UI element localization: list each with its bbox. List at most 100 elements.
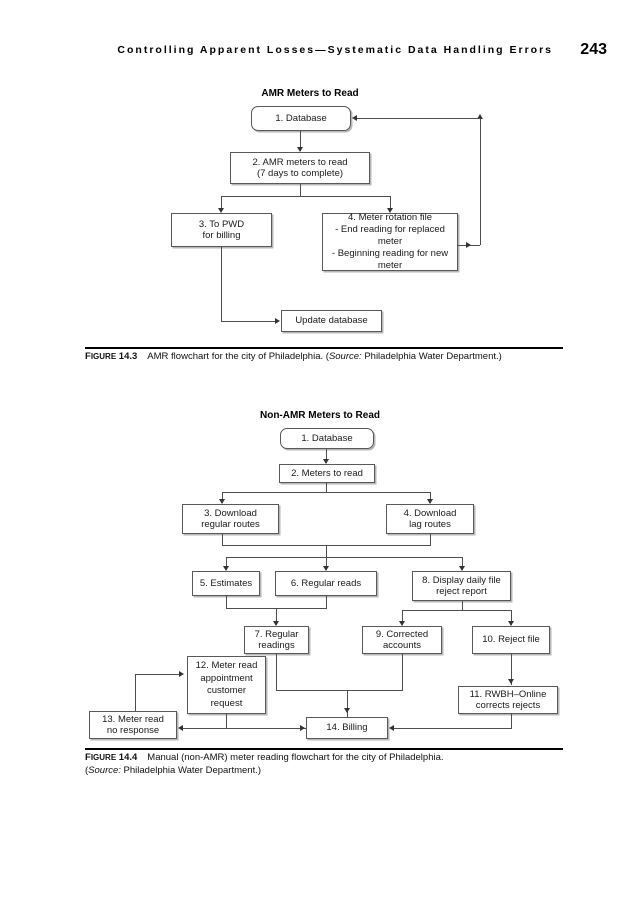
node-2-meters-to-read[interactable]: 2. Meters to read (279, 464, 375, 483)
arrowhead-1-to-2 (297, 147, 303, 152)
connector-3-to-update (221, 247, 222, 321)
arrowhead-to-14 (344, 708, 350, 713)
arrowhead-8-to-10 (508, 621, 514, 626)
connector-to-6 (326, 557, 327, 570)
fig-label-f: F (85, 752, 91, 763)
figure-14-4-flowchart: Non-AMR Meters to Read 1. Database 2. Me… (0, 408, 619, 739)
node-9-corrected-accounts[interactable]: 9. Corrected accounts (362, 626, 442, 654)
connector-9-down (402, 654, 403, 690)
arrowhead-2-to-4 (427, 499, 433, 504)
connector-3-down (222, 534, 223, 545)
fig-label-igure: IGURE (90, 352, 117, 361)
connector-2-split-bar (221, 196, 390, 197)
fig-source-label: Source: (328, 351, 362, 362)
connector-2-to-3 (221, 196, 222, 211)
figure-14-3-flowchart: AMR Meters to Read 1. Database 2. AMR me… (0, 85, 619, 345)
connector-12-horizontal (182, 728, 306, 729)
connector-1-to-2 (300, 131, 301, 151)
node-6-regular-reads[interactable]: 6. Regular reads (275, 571, 377, 596)
arrowhead-into-14-left (300, 725, 305, 731)
fig-source-text: Philadelphia Water Department.) (361, 351, 502, 362)
connector-8-to-9 (402, 610, 403, 625)
connector-to-14 (347, 690, 348, 717)
node-7-regular-readings[interactable]: 7. Regular readings (244, 626, 309, 654)
node-12-meter-read-appointment-customer-request[interactable]: 12. Meter read appointment customer requ… (187, 656, 266, 714)
node-1-database[interactable]: 1. Database (280, 428, 374, 449)
arrowhead-feedback-up (477, 114, 483, 119)
connector-1-to-2 (326, 449, 327, 463)
arrowhead-13-to-12 (179, 671, 184, 677)
arrowhead-into-14-right (389, 725, 394, 731)
fig-caption-text: AMR flowchart for the city of Philadelph… (147, 351, 329, 362)
node-update-database[interactable]: Update database (281, 310, 382, 332)
node-14-billing[interactable]: 14. Billing (306, 717, 388, 739)
connector-5-down (226, 596, 227, 608)
connector-8-split-bar (402, 610, 512, 611)
node-3-to-pwd-for-billing[interactable]: 3. To PWD for billing (171, 213, 272, 247)
node-4-meter-rotation-file[interactable]: 4. Meter rotation file - End reading for… (322, 212, 458, 271)
arrowhead-10-to-11 (508, 679, 514, 684)
connector-3-to-update-bar (221, 321, 278, 322)
node-8-display-daily-file-reject-report[interactable]: 8. Display daily file reject report (412, 571, 511, 601)
connector-8-to-10 (511, 610, 512, 625)
arrowhead-3-to-update (275, 318, 280, 324)
connector-2-to-4 (430, 492, 431, 503)
connector-11-to-14-bar (394, 728, 512, 729)
connector-2-to-3 (222, 492, 223, 503)
arrowhead-4-feedback-right (466, 242, 471, 248)
flowchart-title-amr: AMR Meters to Read (261, 88, 359, 99)
connector-11-down (511, 714, 512, 728)
fig-label-number: 14.3 (116, 351, 138, 362)
arrowhead-to-8 (459, 566, 465, 571)
figure-14-3-caption-rule (85, 347, 563, 349)
connector-2-stem (300, 184, 301, 196)
arrowhead-2-to-4 (387, 208, 393, 213)
connector-2-stem (326, 483, 327, 492)
connector-4-down (430, 534, 431, 545)
connector-10-to-11 (511, 654, 512, 685)
node-1-database[interactable]: 1. Database (251, 106, 351, 131)
figure-14-3: AMR Meters to Read 1. Database 2. AMR me… (0, 85, 619, 345)
arrowhead-2-to-3 (218, 208, 224, 213)
fig-source-label: Source: (88, 764, 121, 776)
arrowhead-to-5 (223, 566, 229, 571)
node-2-amr-meters-to-read[interactable]: 2. AMR meters to read (7 days to complet… (230, 152, 370, 184)
arrowhead-1-to-2 (323, 459, 329, 464)
arrowhead-into-13 (178, 725, 183, 731)
arrowhead-to-6 (323, 566, 329, 571)
connector-2-split-bar (222, 492, 430, 493)
node-10-reject-file[interactable]: 10. Reject file (472, 626, 550, 654)
connector-split-bar-568 (226, 557, 462, 558)
connector-feedback-riser (480, 118, 481, 245)
fig-caption-text: Manual (non-AMR) meter reading flowchart… (147, 752, 444, 763)
figure-14-3-caption: FIGURE 14.3 AMR flowchart for the city of… (85, 351, 567, 364)
flowchart-title-non-amr: Non-AMR Meters to Read (259, 410, 380, 421)
connector-merge-stem (326, 545, 327, 557)
node-4-download-lag-routes[interactable]: 4. Download lag routes (386, 504, 474, 534)
connector-13-to-12-riser (135, 674, 136, 711)
connector-7-down (276, 654, 277, 690)
arrowhead-2-to-3 (219, 499, 225, 504)
running-head: Controlling Apparent Losses—Systematic D… (0, 41, 619, 66)
node-13-meter-read-no-response[interactable]: 13. Meter read no response (89, 711, 177, 739)
connector-8-stem (462, 601, 463, 610)
connector-feedback-return (357, 118, 480, 119)
figure-14-4: Non-AMR Meters to Read 1. Database 2. Me… (0, 408, 619, 739)
arrowhead-to-7 (273, 621, 279, 626)
page-number: 243 (580, 41, 607, 58)
running-head-title: Controlling Apparent Losses—Systematic D… (117, 44, 553, 56)
connector-to-7 (276, 608, 277, 625)
node-5-estimates[interactable]: 5. Estimates (192, 571, 260, 596)
fig-label-igure: IGURE (90, 753, 117, 762)
node-3-download-regular-routes[interactable]: 3. Download regular routes (182, 504, 279, 534)
node-11-rwbh-online-corrects-rejects[interactable]: 11. RWBH–Online corrects rejects (458, 686, 558, 714)
fig-label-f: F (85, 351, 91, 362)
connector-to-5 (226, 557, 227, 570)
fig-source-text: Philadelphia Water Department.) (120, 764, 262, 776)
connector-13-to-12-bar (135, 674, 182, 675)
arrowhead-feedback-into-1 (352, 115, 357, 121)
connector-2-to-4 (390, 196, 391, 211)
connector-7-9-merge-bar (276, 690, 403, 691)
connector-to-8 (462, 557, 463, 570)
